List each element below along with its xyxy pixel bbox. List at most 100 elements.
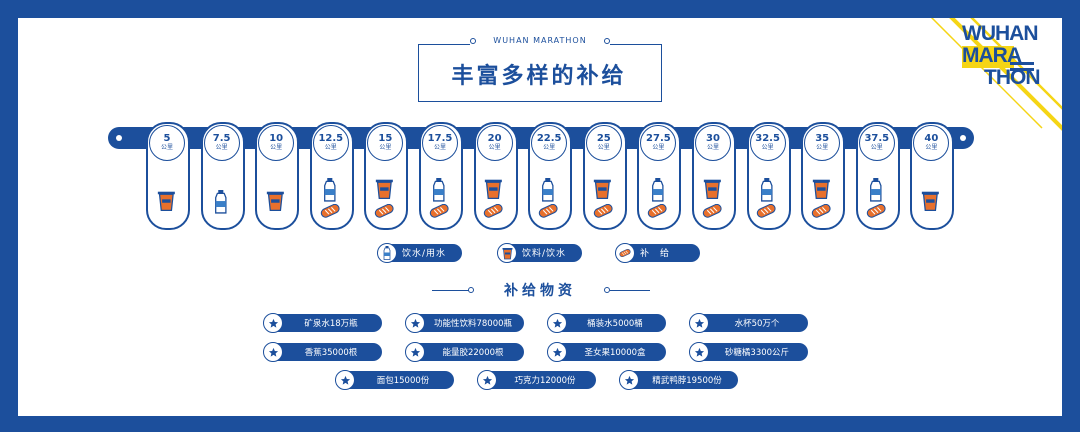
supply-item: 功能性饮料78000瓶 <box>405 313 524 333</box>
water-icon <box>310 178 350 202</box>
drink-icon <box>910 190 950 212</box>
km-unit: 公里 <box>870 144 883 151</box>
water-icon <box>747 178 787 202</box>
km-value: 27.5 <box>646 133 671 144</box>
star-icon <box>619 370 639 390</box>
water-icon <box>377 243 397 263</box>
supply-label: 香蕉35000根 <box>304 348 358 358</box>
km-unit: 公里 <box>925 144 938 151</box>
logo-stripes-icon <box>930 18 1062 131</box>
supply-label: 桶装水5000桶 <box>587 319 643 329</box>
supply-label: 砂糖橘3300公斤 <box>724 348 790 358</box>
supply-label: 精武鸭脖19500份 <box>652 376 722 386</box>
supply-item: 能量胶22000根 <box>405 342 524 362</box>
bread-icon <box>801 204 841 218</box>
supply-label: 面包15000份 <box>376 376 430 386</box>
legend-item: 饮水/用水 <box>377 243 462 263</box>
star-icon <box>335 370 355 390</box>
legend-label: 饮水/用水 <box>402 249 447 259</box>
star-icon <box>689 342 709 362</box>
water-icon <box>856 178 896 202</box>
drink-icon <box>497 243 517 263</box>
supplies-title: 补给物资 <box>504 283 576 299</box>
drink-icon <box>801 178 841 200</box>
km-unit: 公里 <box>488 144 501 151</box>
bread-icon <box>615 243 635 263</box>
star-icon <box>477 370 497 390</box>
legend-item: 补 给 <box>615 243 700 263</box>
km-unit: 公里 <box>270 144 283 151</box>
km-unit: 公里 <box>706 144 719 151</box>
km-unit: 公里 <box>324 144 337 151</box>
km-value: 10 <box>269 133 284 144</box>
star-icon <box>405 313 425 333</box>
supply-item: 面包15000份 <box>335 370 454 390</box>
supply-label: 水杯50万个 <box>734 319 780 329</box>
legend-label: 饮料/饮水 <box>522 249 567 259</box>
bread-icon <box>364 204 404 218</box>
bread-icon <box>747 204 787 218</box>
km-unit: 公里 <box>761 144 774 151</box>
title-subtitle: WUHAN MARATHON <box>470 36 610 45</box>
supply-item: 矿泉水18万瓶 <box>263 313 382 333</box>
km-value: 25 <box>596 133 611 144</box>
km-value: 15 <box>378 133 393 144</box>
km-value: 40 <box>924 133 939 144</box>
water-icon <box>419 178 459 202</box>
supply-label: 能量胶22000根 <box>442 348 504 358</box>
km-value: 22.5 <box>536 133 562 144</box>
title-dot-left <box>470 38 476 44</box>
km-unit: 公里 <box>543 144 556 151</box>
supplies-line-right <box>610 290 650 291</box>
drink-icon <box>474 178 514 200</box>
km-value: 20 <box>487 133 502 144</box>
star-icon <box>405 342 425 362</box>
km-unit: 公里 <box>433 144 446 151</box>
supply-item: 香蕉35000根 <box>263 342 382 362</box>
drink-icon <box>583 178 623 200</box>
km-unit: 公里 <box>379 144 392 151</box>
km-value: 37.5 <box>864 133 890 144</box>
bread-icon <box>474 204 514 218</box>
km-unit: 公里 <box>816 144 829 151</box>
star-icon <box>263 313 283 333</box>
km-unit: 公里 <box>215 144 228 151</box>
drink-icon <box>146 190 186 212</box>
bread-icon <box>637 204 677 218</box>
legend-item: 饮料/饮水 <box>497 243 582 263</box>
km-value: 35 <box>815 133 830 144</box>
star-icon <box>689 313 709 333</box>
bread-icon <box>583 204 623 218</box>
supply-label: 功能性饮料78000瓶 <box>433 319 513 329</box>
km-unit: 公里 <box>597 144 610 151</box>
supply-item: 精武鸭脖19500份 <box>619 370 738 390</box>
bread-icon <box>419 204 459 218</box>
supplies-dot-left <box>468 287 474 293</box>
drink-icon <box>364 178 404 200</box>
supply-item: 砂糖橘3300公斤 <box>689 342 808 362</box>
water-icon <box>528 178 568 202</box>
